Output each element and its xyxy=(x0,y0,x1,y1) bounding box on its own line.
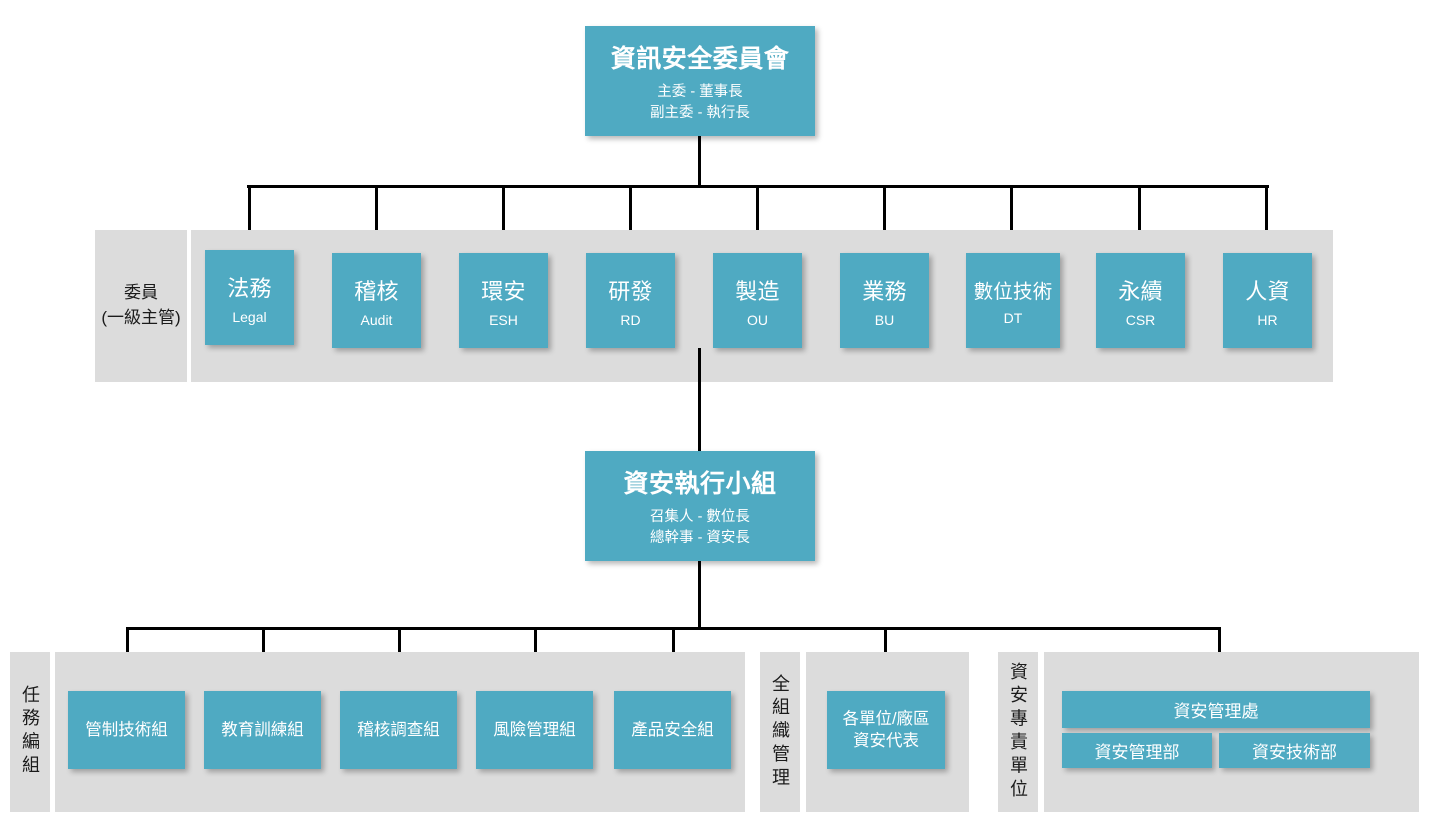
dedicated-unit-label: 資安專責單位 xyxy=(998,652,1038,812)
node-subtitle: Audit xyxy=(360,311,393,328)
node-title-line-2: 資安代表 xyxy=(853,732,919,750)
node-committee-esh[interactable]: 環安 ESH xyxy=(459,253,548,348)
committee-row-label-line-2: (一級主管) xyxy=(101,308,181,327)
node-committee-audit[interactable]: 稽核 Audit xyxy=(332,253,421,348)
connector-drop-dt xyxy=(1010,185,1013,251)
node-information-security-committee[interactable]: 資訊安全委員會 主委 - 董事長 副主委 - 執行長 xyxy=(585,26,815,136)
connector-drop-legal xyxy=(248,185,251,251)
node-committee-dt[interactable]: 數位技術 DT xyxy=(966,253,1060,348)
connector-drop-ou xyxy=(756,185,759,251)
task-group-label-text: 任務編組 xyxy=(20,685,41,779)
node-security-technology-department[interactable]: 資安技術部 xyxy=(1219,733,1370,768)
node-title: 資安管理部 xyxy=(1094,743,1180,762)
node-task-control-technology[interactable]: 管制技術組 xyxy=(68,691,185,769)
dedicated-unit-band xyxy=(1044,652,1419,812)
node-committee-rd[interactable]: 研發 RD xyxy=(586,253,675,348)
node-subtitle: RD xyxy=(620,311,641,328)
connector-top-stem xyxy=(698,136,701,187)
node-title: 法務 xyxy=(227,275,272,301)
node-subtitle: BU xyxy=(874,311,895,328)
node-unit-plant-security-representative[interactable]: 各單位/廠區 資安代表 xyxy=(827,691,945,769)
node-subtitle: DT xyxy=(1003,310,1023,326)
node-committee-legal[interactable]: 法務 Legal xyxy=(205,250,294,345)
node-title: 稽核 xyxy=(354,278,399,304)
node-subtitle-line-2: 副主委 - 執行長 xyxy=(650,104,750,121)
connector-drop-audit xyxy=(375,185,378,251)
connector-drop-hr xyxy=(1265,185,1268,251)
node-title: 資安技術部 xyxy=(1252,743,1337,762)
node-subtitle: Legal xyxy=(232,308,267,325)
connector-exec-stem xyxy=(698,561,701,629)
connector-committee-to-exec xyxy=(698,348,701,451)
connector-drop-rd xyxy=(629,185,632,251)
node-subtitle: HR xyxy=(1257,311,1278,328)
node-task-product-safety[interactable]: 產品安全組 xyxy=(614,691,731,769)
node-title: 管制技術組 xyxy=(85,720,168,739)
node-committee-csr[interactable]: 永續 CSR xyxy=(1096,253,1185,348)
node-subtitle: ESH xyxy=(489,311,518,328)
node-committee-bu[interactable]: 業務 BU xyxy=(840,253,929,348)
node-subtitle: CSR xyxy=(1125,311,1156,328)
node-title: 製造 xyxy=(735,278,780,304)
connector-drop-csr xyxy=(1138,185,1141,251)
dedicated-unit-label-text: 資安專責單位 xyxy=(1008,661,1029,803)
node-title: 數位技術 xyxy=(973,281,1053,303)
org-wide-label-text: 全組織管理 xyxy=(770,673,791,791)
committee-row-label-line-1: 委員 xyxy=(124,283,158,303)
node-title: 稽核調查組 xyxy=(357,720,440,739)
node-title: 研發 xyxy=(608,278,653,304)
node-title: 風險管理組 xyxy=(493,720,576,739)
node-committee-hr[interactable]: 人資 HR xyxy=(1223,253,1312,348)
node-title: 業務 xyxy=(862,278,907,304)
node-subtitle-line-2: 總幹事 - 資安長 xyxy=(650,529,750,546)
node-subtitle: OU xyxy=(747,311,768,328)
committee-row-label: 委員 (一級主管) xyxy=(95,230,187,382)
connector-drop-bu xyxy=(883,185,886,251)
node-committee-ou[interactable]: 製造 OU xyxy=(713,253,802,348)
node-task-audit-investigation[interactable]: 稽核調查組 xyxy=(340,691,457,769)
connector-drop-esh xyxy=(502,185,505,251)
node-subtitle-line-1: 召集人 - 數位長 xyxy=(650,508,750,525)
node-security-management-department[interactable]: 資安管理部 xyxy=(1062,733,1212,768)
node-title: 產品安全組 xyxy=(631,720,714,739)
node-title: 資安執行小組 xyxy=(623,469,777,498)
node-task-risk-management[interactable]: 風險管理組 xyxy=(476,691,593,769)
node-title: 教育訓練組 xyxy=(221,720,304,739)
node-title-line-1: 各單位/廠區 xyxy=(842,709,930,728)
task-group-label: 任務編組 xyxy=(10,652,50,812)
node-title: 資訊安全委員會 xyxy=(610,44,790,73)
node-subtitle-line-1: 主委 - 董事長 xyxy=(657,83,743,100)
node-title: 資安管理處 xyxy=(1173,702,1259,721)
node-security-execution-team[interactable]: 資安執行小組 召集人 - 數位長 總幹事 - 資安長 xyxy=(585,451,815,561)
node-security-management-division[interactable]: 資安管理處 xyxy=(1062,691,1370,728)
node-title: 環安 xyxy=(481,278,526,304)
org-wide-label: 全組織管理 xyxy=(760,652,800,812)
node-title: 永續 xyxy=(1118,278,1163,304)
node-title: 人資 xyxy=(1245,278,1290,304)
node-task-education-training[interactable]: 教育訓練組 xyxy=(204,691,321,769)
